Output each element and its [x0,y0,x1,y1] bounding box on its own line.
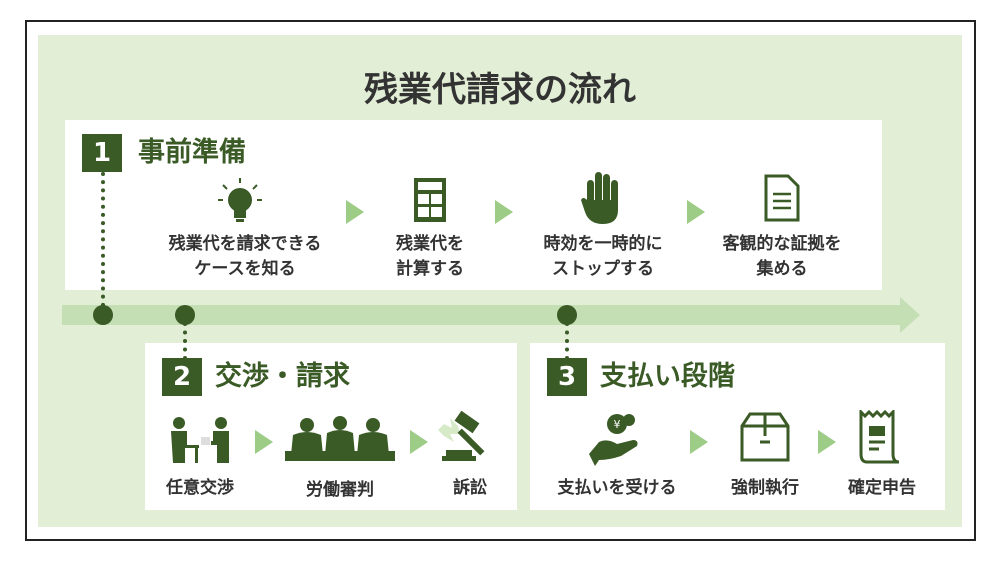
stage-2-heading: 交渉・請求 [215,361,350,392]
document-icon [764,174,800,222]
timeline-dot-stage-3 [557,305,577,325]
stage-3-badge: 3 [547,358,587,396]
payment-hand-icon: ¥ [589,414,638,466]
stage-3-connector [565,322,569,360]
arrow-right-icon [687,200,705,224]
stage-2-badge: 2 [162,358,202,396]
timeline-arrowhead [900,297,920,333]
timeline-dot-stage-1 [93,305,113,325]
gavel-icon [438,410,485,461]
stage-1-connector [101,172,105,307]
stage-1-item-1-label: 残業代を請求できる ケースを知る [168,234,322,279]
arrow-right-icon [495,200,513,224]
negotiation-icon [171,417,229,463]
stage-3-item-1-label: 支払いを受ける [557,478,677,498]
stage-1-badge: 1 [82,134,122,172]
calculator-icon [414,178,446,222]
stage-2-item-2-label: 労働審判 [306,480,374,500]
stage-2-item-1-label: 任意交渉 [166,478,234,498]
arrow-right-icon [255,430,273,454]
lightbulb-icon [218,178,262,222]
timeline-bar [62,305,902,325]
stage-1-item-2-label: 残業代を 計算する [396,234,464,279]
stage-1-item-4-label: 客観的な証拠を 集める [722,234,842,279]
tribunal-icon [285,416,395,461]
stage-3-item-2-label: 強制執行 [731,478,799,498]
arrow-right-icon [346,200,364,224]
arrow-right-icon [818,430,836,454]
stage-1-box [65,120,882,290]
receipt-icon [859,410,900,464]
stage-3-heading: 支払い段階 [600,361,735,392]
hand-stop-icon [581,172,618,224]
stage-3-item-3-label: 確定申告 [848,478,916,498]
arrow-right-icon [410,430,428,454]
timeline-dot-stage-2 [175,305,195,325]
stage-1-heading: 事前準備 [138,137,246,168]
arrow-right-icon [690,430,708,454]
stage-2-item-3-label: 訴訟 [453,478,487,498]
stage-1-item-3-label: 時効を一時的に ストップする [543,234,663,279]
svg-text:¥: ¥ [614,418,621,431]
box-icon [740,412,790,462]
page-title: 残業代請求の流れ [364,70,636,110]
stage-2-connector [183,322,187,360]
outer-frame [25,20,976,541]
